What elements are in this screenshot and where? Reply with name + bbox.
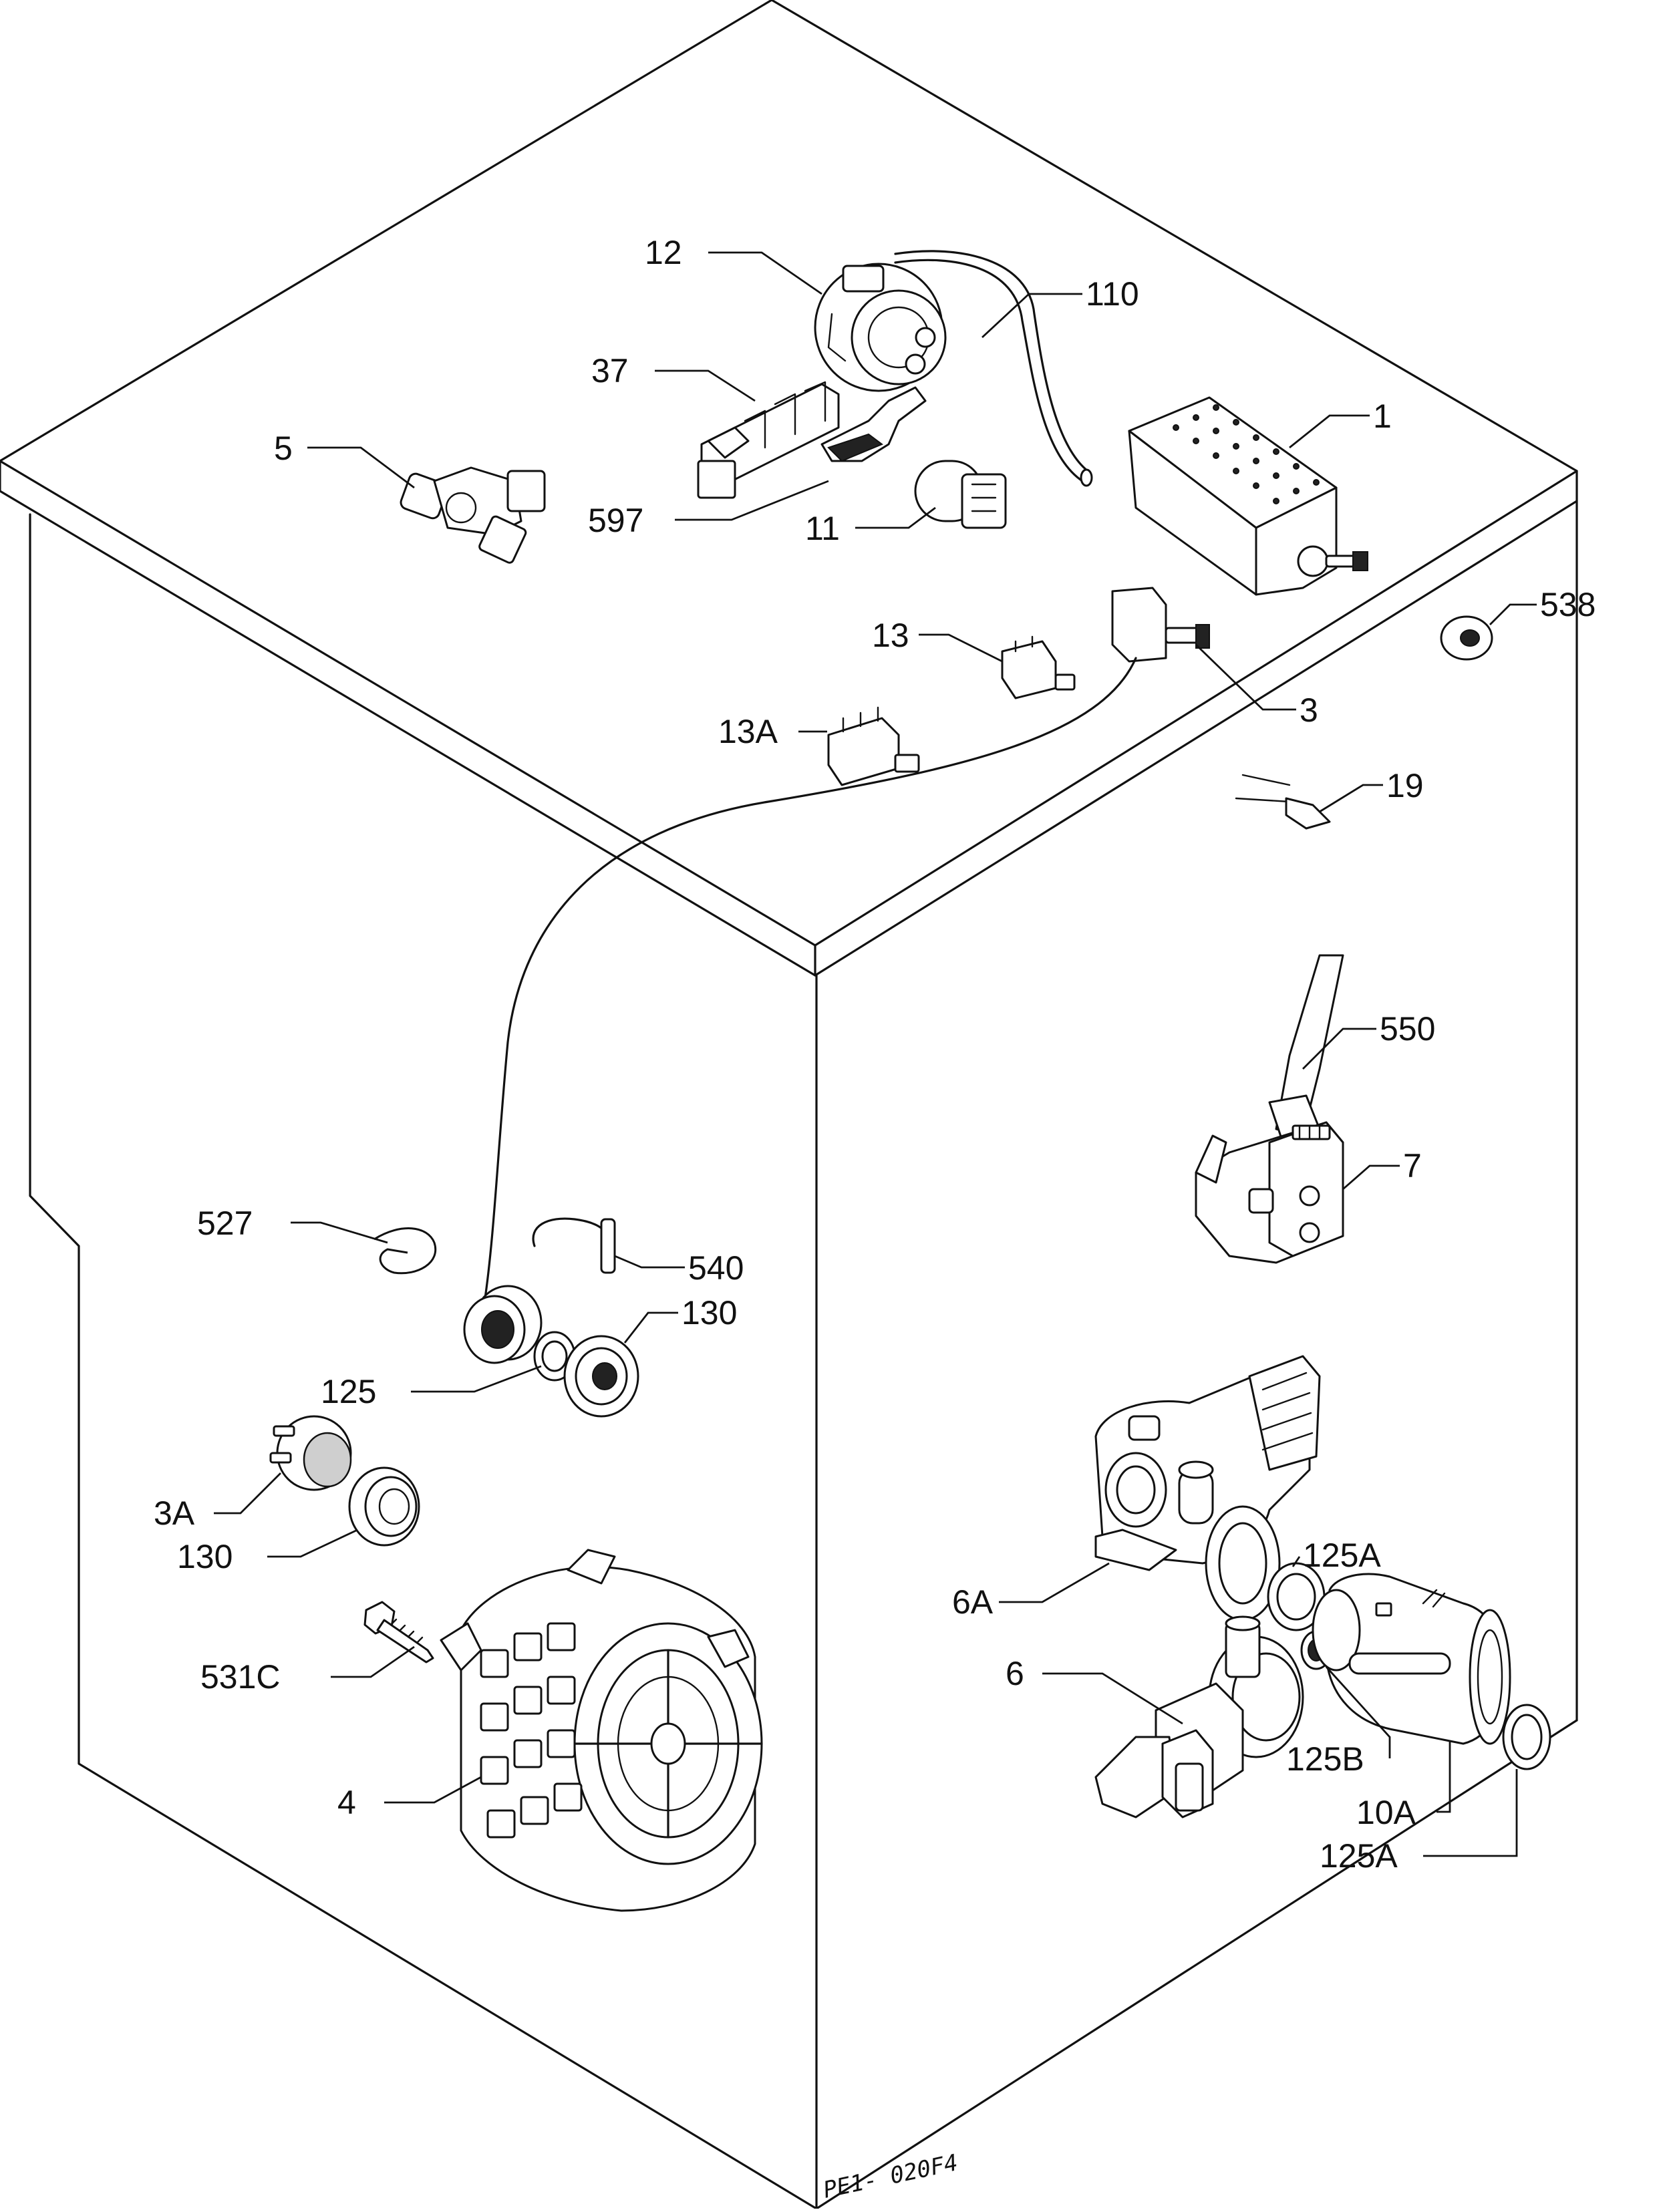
callout-6a: 6A bbox=[952, 1583, 994, 1621]
pump-housing-part-6a bbox=[1094, 1355, 1321, 1621]
screw-part-531c bbox=[363, 1601, 434, 1664]
callout-110: 110 bbox=[1086, 275, 1139, 313]
callout-130-upper: 130 bbox=[682, 1294, 737, 1331]
callout-10a: 10A bbox=[1356, 1794, 1416, 1831]
terminal-block-part-37 bbox=[697, 381, 840, 499]
callout-125b: 125B bbox=[1286, 1740, 1364, 1778]
callout-13a: 13A bbox=[718, 713, 778, 750]
capacitor-part-11 bbox=[914, 460, 1007, 529]
door-lock-part-7 bbox=[1195, 1121, 1344, 1264]
drawing-code: PE1- 020F4 bbox=[821, 2149, 961, 2204]
hose-part-110 bbox=[894, 250, 1093, 487]
callout-3: 3 bbox=[1300, 691, 1318, 729]
wire-clamp-part-540 bbox=[532, 1217, 616, 1274]
callout-540: 540 bbox=[688, 1249, 744, 1287]
callout-leaders bbox=[214, 251, 1537, 1857]
grommet-part-130-b bbox=[563, 1335, 639, 1418]
grommet-part-130-upper bbox=[463, 1285, 543, 1364]
sensor-part-19 bbox=[1235, 774, 1331, 830]
callout-6: 6 bbox=[1006, 1655, 1024, 1692]
callout-labels: 12 110 37 1 5 597 11 538 13 3 13A 19 550… bbox=[154, 234, 1596, 1875]
drain-pump-part-6 bbox=[1094, 1615, 1304, 1819]
thermostat-part-3a bbox=[269, 1415, 352, 1491]
appliance-cabinet bbox=[0, 0, 1578, 2210]
motor-part-4 bbox=[440, 1549, 763, 1912]
callout-527: 527 bbox=[197, 1205, 253, 1242]
programmer-part-1 bbox=[1128, 396, 1368, 596]
callout-5: 5 bbox=[274, 430, 293, 467]
callout-37: 37 bbox=[591, 352, 629, 389]
filter-part-10a bbox=[1312, 1573, 1511, 1745]
callout-1: 1 bbox=[1373, 398, 1392, 435]
callout-531c: 531C bbox=[200, 1658, 281, 1696]
pressure-switch-part-12 bbox=[814, 263, 947, 392]
callout-13: 13 bbox=[872, 617, 909, 654]
seal-ring-part-125a-top bbox=[1267, 1562, 1326, 1631]
door-interlock-part-3 bbox=[483, 587, 1210, 1304]
callout-538: 538 bbox=[1540, 586, 1596, 623]
callout-3a: 3A bbox=[154, 1494, 195, 1532]
clip-part-527 bbox=[373, 1227, 437, 1275]
callout-19: 19 bbox=[1386, 767, 1424, 804]
callout-125a-bottom: 125A bbox=[1320, 1837, 1398, 1875]
callout-7: 7 bbox=[1403, 1147, 1422, 1184]
grommet-part-538 bbox=[1440, 615, 1493, 661]
grommet-part-130-lower bbox=[348, 1466, 420, 1547]
lever-part-550 bbox=[1268, 954, 1344, 1144]
callout-4: 4 bbox=[337, 1784, 356, 1821]
connector-part-13a bbox=[827, 706, 920, 786]
valve-part-5 bbox=[400, 466, 546, 564]
bracket-part-597 bbox=[820, 386, 927, 462]
callout-597: 597 bbox=[588, 502, 643, 539]
callout-125a-top: 125A bbox=[1303, 1537, 1381, 1574]
seal-ring-part-125a-bottom bbox=[1502, 1704, 1551, 1770]
callout-130-lower: 130 bbox=[177, 1538, 233, 1575]
callout-12: 12 bbox=[645, 234, 682, 271]
callout-550: 550 bbox=[1380, 1010, 1435, 1048]
callout-11: 11 bbox=[805, 510, 840, 547]
callout-125: 125 bbox=[321, 1373, 376, 1410]
connector-part-13 bbox=[1001, 635, 1076, 699]
